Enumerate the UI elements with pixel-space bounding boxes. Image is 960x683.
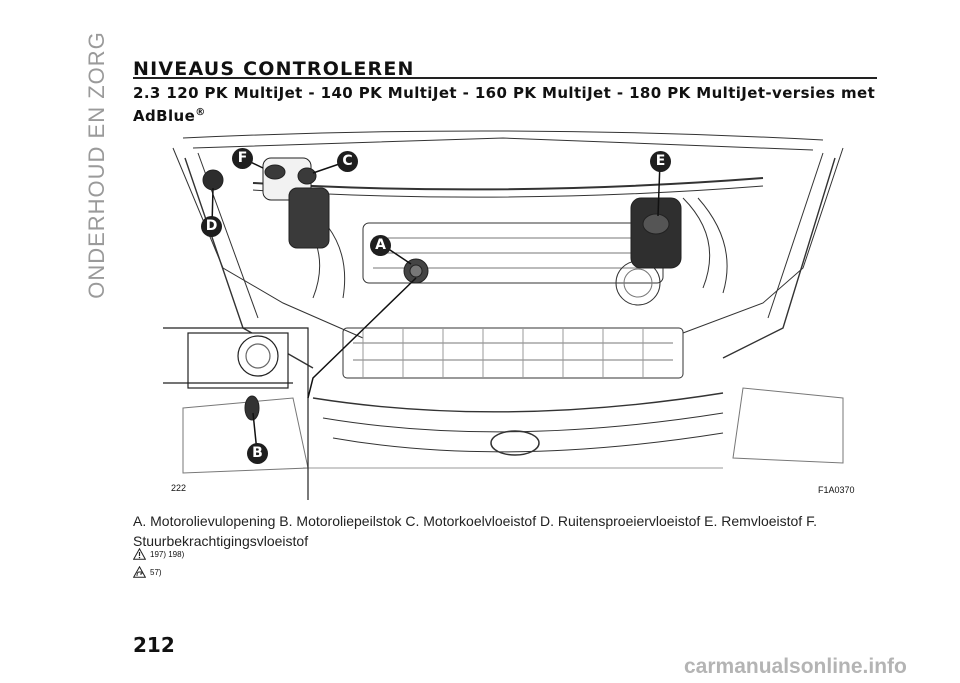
side-section-label: ONDERHOUD EN ZORG <box>84 31 109 299</box>
callout-a-label: A <box>375 237 386 253</box>
callout-c-label: C <box>342 153 353 169</box>
callout-b: B <box>247 443 268 464</box>
hand-warning-icon <box>133 566 146 578</box>
callout-f: F <box>232 148 253 169</box>
callout-d-label: D <box>205 218 218 234</box>
callout-d: D <box>201 216 222 237</box>
note-caution: 57) <box>133 566 162 578</box>
section-title: NIVEAUS CONTROLEREN <box>133 58 415 80</box>
figure-number: 222 <box>171 483 187 493</box>
page-number: 212 <box>133 633 175 657</box>
callout-c: C <box>337 151 358 172</box>
site-watermark: carmanualsonline.info <box>684 655 907 678</box>
engine-bay-figure <box>163 130 844 500</box>
callout-f-label: F <box>237 150 248 166</box>
note-caution-refs: 57) <box>150 567 162 577</box>
callout-e: E <box>650 151 671 172</box>
callout-b-label: B <box>252 445 263 461</box>
side-section-tab: ONDERHOUD EN ZORG <box>82 30 112 300</box>
note-warning: 197) 198) <box>133 548 184 560</box>
note-warning-refs: 197) 198) <box>150 549 185 559</box>
section-subtitle: 2.3 120 PK MultiJet - 140 PK MultiJet - … <box>133 84 877 126</box>
registered-mark: ® <box>195 107 206 118</box>
warning-triangle-icon <box>133 548 146 560</box>
callout-e-label: E <box>655 153 666 169</box>
figure-caption: A. Motorolievulopening B. Motoroliepeils… <box>133 513 817 549</box>
subtitle-text: 2.3 120 PK MultiJet - 140 PK MultiJet - … <box>133 84 876 125</box>
figure-code: F1A0370 <box>818 485 855 495</box>
callout-a: A <box>370 235 391 256</box>
title-divider <box>133 77 877 79</box>
